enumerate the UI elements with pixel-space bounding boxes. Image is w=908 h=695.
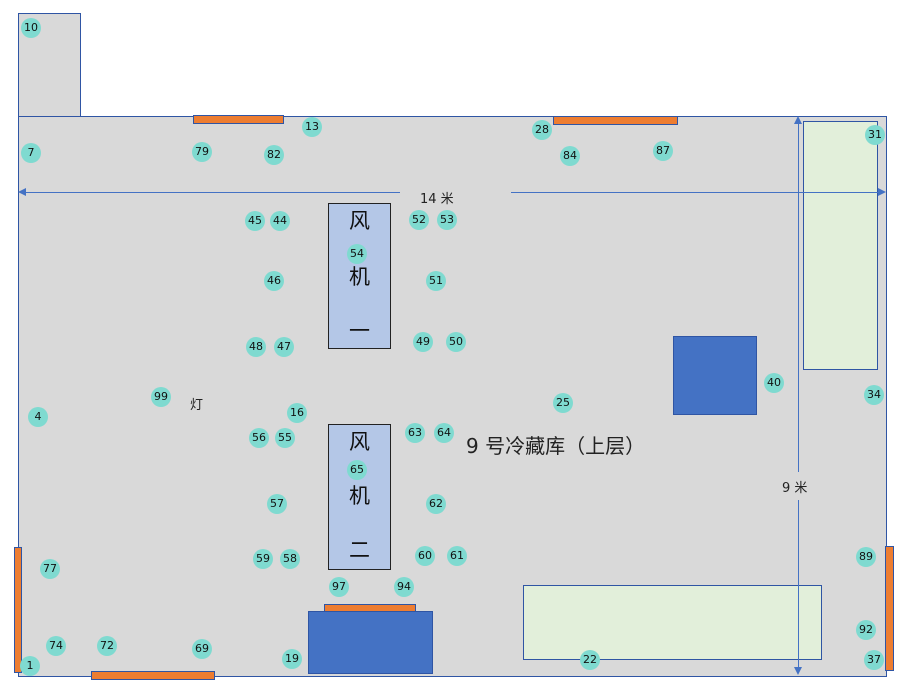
sensor-marker-64: 64 — [434, 423, 454, 443]
storage-rack-right — [803, 121, 878, 370]
room-title: 9 号冷藏库（上层） — [466, 434, 646, 458]
sensor-marker-53: 53 — [437, 210, 457, 230]
sensor-marker-37: 37 — [864, 650, 884, 670]
sensor-marker-19: 19 — [282, 649, 302, 669]
sensor-marker-79: 79 — [192, 142, 212, 162]
door-top-left — [193, 115, 284, 124]
sensor-marker-99: 99 — [151, 387, 171, 407]
fan-2-char: 风 — [349, 430, 370, 454]
sensor-marker-94: 94 — [394, 577, 414, 597]
sensor-marker-58: 58 — [280, 549, 300, 569]
storage-rack-bottom — [523, 585, 822, 660]
sensor-marker-1: 1 — [20, 656, 40, 676]
arrow-up-icon — [794, 116, 802, 124]
fan-1-char: 风 — [349, 209, 370, 233]
sensor-marker-69: 69 — [192, 639, 212, 659]
sensor-marker-46: 46 — [264, 271, 284, 291]
width-dimension-line — [22, 192, 400, 193]
door-right — [885, 546, 894, 671]
sensor-marker-16: 16 — [287, 403, 307, 423]
sensor-marker-28: 28 — [532, 120, 552, 140]
sensor-marker-97: 97 — [329, 577, 349, 597]
sensor-marker-50: 50 — [446, 332, 466, 352]
fan-1: 风 机 一 — [328, 203, 391, 349]
door-left — [14, 547, 22, 673]
equipment-block-right — [673, 336, 757, 415]
sensor-marker-84: 84 — [560, 146, 580, 166]
sensor-marker-61: 61 — [447, 546, 467, 566]
sensor-marker-56: 56 — [249, 428, 269, 448]
height-dimension-line — [798, 122, 799, 472]
lamp-label: 灯 — [190, 398, 204, 413]
sensor-marker-63: 63 — [405, 423, 425, 443]
sensor-marker-62: 62 — [426, 494, 446, 514]
sensor-marker-44: 44 — [270, 211, 290, 231]
arrow-left-icon — [18, 188, 26, 196]
sensor-marker-10: 10 — [21, 18, 41, 38]
door-top-right — [553, 116, 678, 125]
fan-1-char: 一 — [349, 319, 370, 343]
sensor-marker-49: 49 — [413, 332, 433, 352]
sensor-marker-74: 74 — [46, 636, 66, 656]
sensor-marker-31: 31 — [865, 125, 885, 145]
sensor-marker-72: 72 — [97, 636, 117, 656]
sensor-marker-60: 60 — [415, 546, 435, 566]
sensor-marker-55: 55 — [275, 428, 295, 448]
sensor-marker-25: 25 — [553, 393, 573, 413]
sensor-marker-4: 4 — [28, 407, 48, 427]
door-bottom-left — [91, 671, 215, 680]
fan-2-char: 二 — [349, 538, 370, 562]
sensor-marker-51: 51 — [426, 271, 446, 291]
sensor-marker-59: 59 — [253, 549, 273, 569]
sensor-marker-13: 13 — [302, 117, 322, 137]
equipment-block-bottom — [308, 611, 433, 674]
sensor-marker-54: 54 — [347, 244, 367, 264]
sensor-marker-57: 57 — [267, 494, 287, 514]
width-dimension-line — [511, 192, 881, 193]
sensor-marker-40: 40 — [764, 373, 784, 393]
sensor-marker-48: 48 — [246, 337, 266, 357]
sensor-marker-47: 47 — [274, 337, 294, 357]
height-dimension-line — [798, 500, 799, 670]
sensor-marker-65: 65 — [347, 460, 367, 480]
fan-2: 风 机 二 — [328, 424, 391, 570]
sensor-marker-22: 22 — [580, 650, 600, 670]
sensor-marker-87: 87 — [653, 141, 673, 161]
sensor-marker-34: 34 — [864, 385, 884, 405]
sensor-marker-82: 82 — [264, 145, 284, 165]
width-label: 14 米 — [420, 192, 454, 207]
sensor-marker-77: 77 — [40, 559, 60, 579]
arrow-down-icon — [794, 667, 802, 675]
sensor-marker-92: 92 — [856, 620, 876, 640]
door-bottom-center — [324, 604, 416, 612]
sensor-marker-89: 89 — [856, 547, 876, 567]
arrow-right-icon — [878, 188, 886, 196]
height-label: 9 米 — [782, 481, 808, 496]
sensor-marker-45: 45 — [245, 211, 265, 231]
fan-1-char: 机 — [349, 265, 370, 289]
sensor-marker-52: 52 — [409, 210, 429, 230]
sensor-marker-7: 7 — [21, 143, 41, 163]
fan-2-char: 机 — [349, 484, 370, 508]
